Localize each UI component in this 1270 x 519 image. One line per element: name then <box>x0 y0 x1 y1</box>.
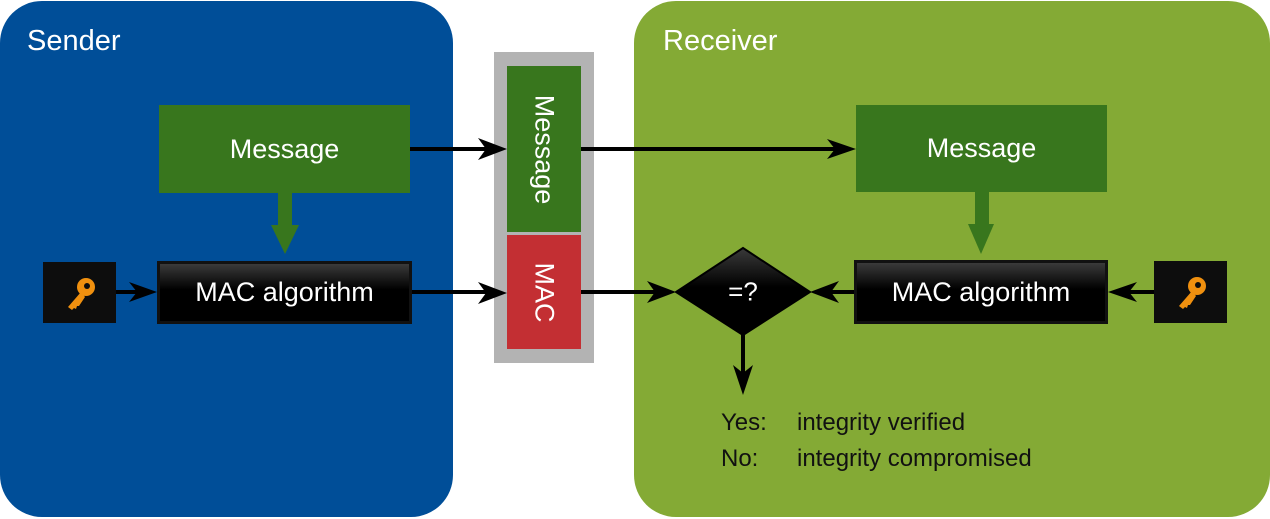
compare-label: =? <box>728 276 758 307</box>
arrow-packet-mac-to-compare <box>581 281 676 303</box>
arrow-receiver-mac-to-compare <box>810 281 854 303</box>
result-no: No: integrity compromised <box>721 445 1032 473</box>
result-yes-value: integrity verified <box>797 409 966 436</box>
arrow-compare-to-result <box>733 335 753 395</box>
receiver-title: Receiver <box>663 25 778 57</box>
sender-key-box <box>43 262 116 323</box>
packet-message: Message <box>507 66 581 232</box>
sender-mac-algorithm-box: MAC algorithm <box>157 261 412 324</box>
arrow-receiver-key-to-mac <box>1108 282 1154 302</box>
result-yes-key: Yes: <box>721 409 767 436</box>
key-icon <box>67 277 95 310</box>
result-yes: Yes: integrity verified <box>721 409 965 437</box>
arrow-sender-key-to-mac <box>116 282 157 302</box>
sender-message-box: Message <box>159 105 410 193</box>
arrow-packet-to-receiver-message <box>581 139 856 159</box>
sender-panel: Sender <box>0 1 453 517</box>
receiver-mac-algorithm-box: MAC algorithm <box>854 260 1108 324</box>
result-no-value: integrity compromised <box>797 445 1032 472</box>
key-icon <box>1178 277 1206 309</box>
arrow-sender-message-to-mac <box>271 193 299 254</box>
sender-title: Sender <box>27 25 121 57</box>
arrow-sender-message-to-packet <box>410 138 507 160</box>
packet-mac: MAC <box>507 235 581 349</box>
receiver-key-box <box>1154 261 1227 323</box>
result-no-key: No: <box>721 445 759 472</box>
arrow-receiver-message-to-mac <box>968 192 994 254</box>
arrow-sender-mac-to-packet <box>412 282 507 304</box>
receiver-message-box: Message <box>856 105 1107 192</box>
